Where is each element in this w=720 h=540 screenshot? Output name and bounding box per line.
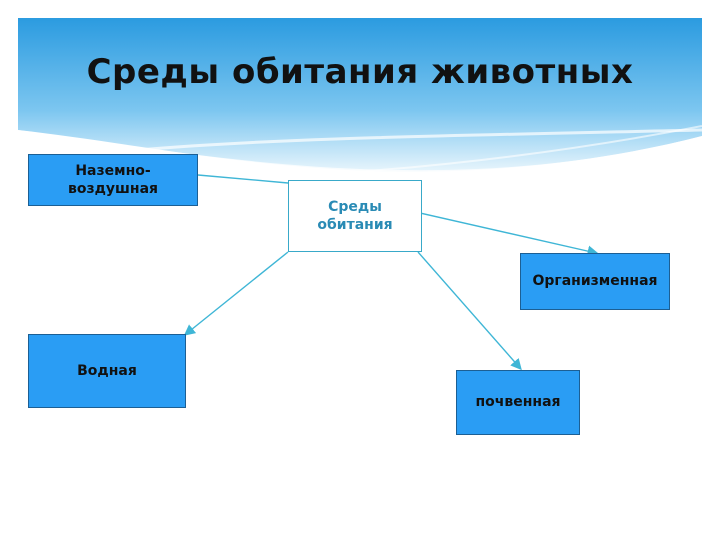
arrow-to-soil xyxy=(417,251,522,371)
arrow-to-water xyxy=(183,251,289,336)
node-water: Водная xyxy=(28,334,186,408)
node-land-air: Наземно- воздушная xyxy=(28,154,198,206)
node-center-label: Среды обитания xyxy=(317,198,393,233)
node-soil-label: почвенная xyxy=(475,394,561,411)
node-organism: Организменная xyxy=(520,253,670,310)
header-background xyxy=(18,18,702,181)
slide-title: Среды обитания животных xyxy=(86,52,634,92)
node-water-label: Водная xyxy=(77,362,137,379)
node-center: Среды обитания xyxy=(288,180,422,252)
node-land-air-label: Наземно- воздушная xyxy=(67,162,159,197)
node-organism-label: Организменная xyxy=(532,273,658,290)
line-landair-to-center xyxy=(197,174,289,184)
node-soil: почвенная xyxy=(456,370,580,435)
